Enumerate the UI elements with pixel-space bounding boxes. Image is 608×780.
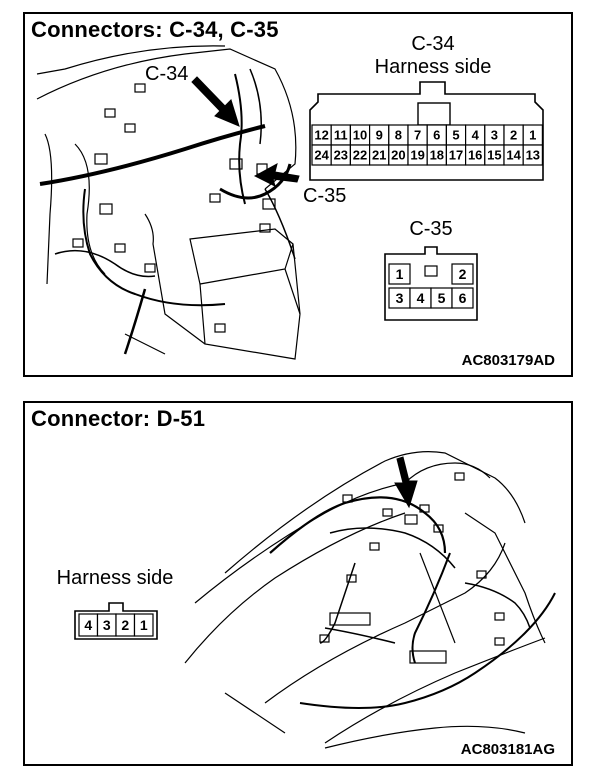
d51-pin-3: 3 xyxy=(103,617,111,633)
panel-title: Connector: D-51 xyxy=(31,406,206,431)
c34-heading: C-34 xyxy=(411,33,454,55)
d51-pin-4: 4 xyxy=(84,617,92,633)
roof-harness xyxy=(269,496,447,554)
console-lid xyxy=(189,228,294,285)
c34-pin-10: 10 xyxy=(353,128,367,143)
d51-connector-location xyxy=(404,514,418,525)
c34-pin-20: 20 xyxy=(391,148,405,163)
c35-heading: C-35 xyxy=(409,218,452,240)
c35-callout: C-35 xyxy=(303,185,346,207)
c34-pin-11: 11 xyxy=(334,128,348,143)
d51-pin-1-cell xyxy=(133,613,154,637)
d51-pointer-arrow xyxy=(394,456,418,509)
c34-pin-16: 16 xyxy=(468,148,482,163)
c34-pin-21: 21 xyxy=(372,148,386,163)
c34-pointer-arrow xyxy=(191,76,240,127)
c35-pin-4: 4 xyxy=(417,290,425,306)
figure-code: AC803179AD xyxy=(461,352,555,369)
floor-harness xyxy=(299,592,556,709)
c34-pin-1: 1 xyxy=(529,128,536,143)
roof-line xyxy=(224,451,526,574)
c34-pin-4: 4 xyxy=(472,128,480,143)
c34-pin-22: 22 xyxy=(353,148,367,163)
dashboard-outline xyxy=(36,48,297,190)
c34-pin-5: 5 xyxy=(452,128,459,143)
c35-locking-tab xyxy=(424,265,438,277)
c34-callout: C-34 xyxy=(145,63,188,85)
c34-pin-17: 17 xyxy=(449,148,463,163)
c34-pin-3: 3 xyxy=(491,128,498,143)
d51-subheading: Harness side xyxy=(57,567,174,589)
c35-pin-5: 5 xyxy=(438,290,446,306)
c34-pin-6: 6 xyxy=(433,128,440,143)
c35-pin-3: 3 xyxy=(396,290,404,306)
c35-pin-6-cell xyxy=(451,287,474,309)
c34-pin-23: 23 xyxy=(334,148,348,163)
d51-pin-1: 1 xyxy=(140,617,148,633)
connector-diagram-panel-c34-c35: Connectors: C-34, C-35 xyxy=(23,12,573,377)
c34-locking-tab xyxy=(417,102,451,126)
c34-pin-19: 19 xyxy=(410,148,424,163)
c35-pin-1: 1 xyxy=(396,266,404,282)
c34-pin-7: 7 xyxy=(414,128,421,143)
c34-pin-13-cell xyxy=(522,144,544,166)
c34-pin-18: 18 xyxy=(430,148,444,163)
c34-pin-9: 9 xyxy=(376,128,383,143)
panel-title: Connectors: C-34, C-35 xyxy=(31,17,279,42)
c35-pin-2: 2 xyxy=(459,266,467,282)
c34-pin-12: 12 xyxy=(314,128,328,143)
c34-pin-13: 13 xyxy=(526,148,540,163)
c34-pin-8: 8 xyxy=(395,128,402,143)
c35-pointer-arrow xyxy=(253,163,300,187)
c35-pin-1-cell xyxy=(388,263,411,285)
c35-pin-6: 6 xyxy=(459,290,467,306)
main-harness xyxy=(39,124,266,186)
c34-pin-2: 2 xyxy=(510,128,517,143)
c34-pin-15: 15 xyxy=(487,148,501,163)
c34-pin-14: 14 xyxy=(506,148,521,163)
d51-pin-2: 2 xyxy=(121,617,129,633)
c35-pin-2-cell xyxy=(451,263,474,285)
figure-code: AC803181AG xyxy=(460,741,555,758)
c34-subheading: Harness side xyxy=(375,56,492,78)
c34-pin-24: 24 xyxy=(314,148,329,163)
c34-connector-location xyxy=(229,158,243,170)
